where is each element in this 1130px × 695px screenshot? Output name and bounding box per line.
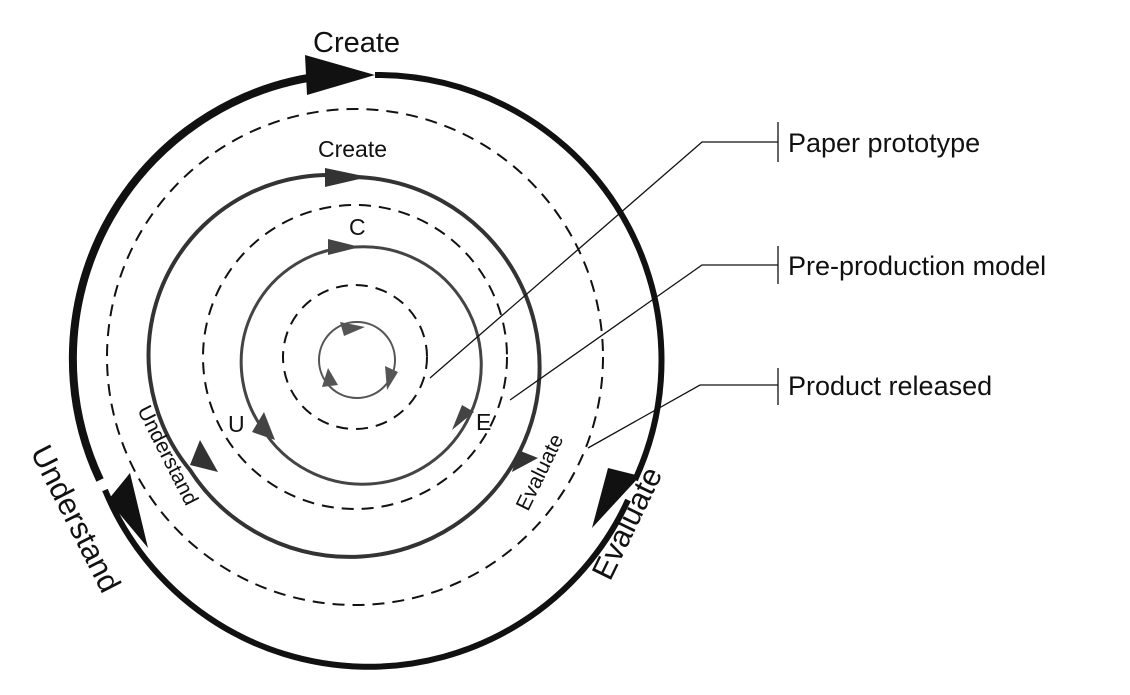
outer-arc-create-evaluate	[374, 71, 665, 482]
inner-dashed-ring	[282, 284, 428, 430]
outer-understand-label: Understand	[24, 439, 128, 598]
innermost-spiral	[318, 321, 398, 399]
inner-arrow-create	[328, 239, 360, 255]
middle-arrow-understand	[190, 440, 218, 472]
outer-arrow-evaluate	[592, 468, 640, 528]
outer-arc-understand-create	[68, 71, 331, 482]
leader-pre-production-model	[509, 264, 778, 401]
middle-spiral	[146, 168, 542, 559]
innermost-arrow-left	[322, 368, 338, 387]
outer-create-label: Create	[313, 27, 400, 59]
inner-evaluate-label: E	[476, 409, 491, 435]
innermost-arrow-right	[385, 366, 398, 390]
outer-arrow-create	[305, 55, 375, 95]
inner-arrow-understand	[252, 412, 275, 440]
middle-arrow-create	[325, 168, 368, 187]
outer-spiral	[68, 55, 665, 670]
inner-create-label: C	[349, 214, 366, 240]
middle-arrow-evaluate	[512, 450, 538, 472]
outer-dashed-ring	[106, 108, 604, 606]
outer-arc-evaluate-understand	[102, 488, 631, 670]
leader-product-released	[587, 384, 778, 449]
callout-paper-prototype: Paper prototype	[788, 128, 980, 158]
leader-paper-prototype	[429, 141, 778, 379]
innermost-arrow-top	[340, 322, 365, 336]
inner-spiral	[239, 239, 483, 486]
middle-arc	[146, 173, 542, 559]
callout-pre-production-model: Pre-production model	[788, 251, 1046, 281]
middle-dashed-ring	[202, 204, 508, 510]
middle-evaluate-label: Evaluate	[512, 431, 569, 515]
middle-create-label: Create	[318, 136, 387, 162]
inner-understand-label: U	[228, 411, 245, 437]
inner-arrow-evaluate	[452, 405, 474, 430]
inner-arc	[239, 245, 483, 486]
outer-arrow-understand	[108, 473, 148, 548]
innermost-arc	[318, 321, 396, 399]
callout-product-released: Product released	[788, 371, 992, 401]
middle-understand-label: Understand	[133, 402, 203, 509]
callout-leaders	[429, 122, 779, 449]
